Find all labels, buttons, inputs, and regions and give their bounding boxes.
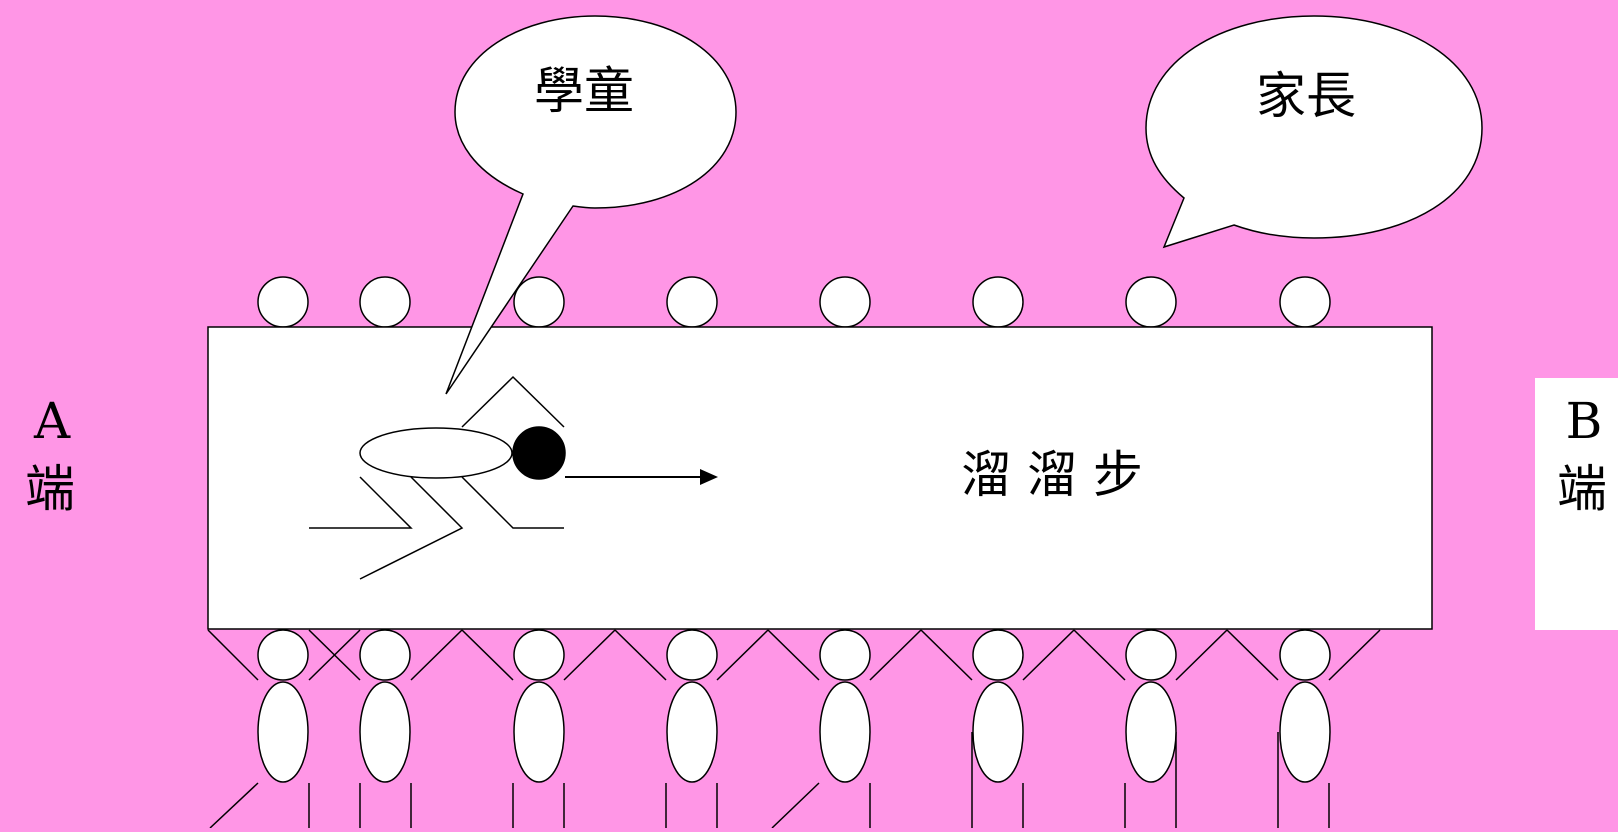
parent-figure — [771, 629, 871, 829]
parent-figure — [1277, 629, 1331, 828]
top-head — [666, 276, 718, 328]
activity-title: 溜 溜 步 — [961, 446, 1143, 504]
top-head — [1279, 276, 1331, 328]
top-head — [359, 276, 411, 328]
top-head — [257, 276, 309, 328]
top-head — [1125, 276, 1177, 328]
parent-bubble-text: 家長 — [1256, 67, 1356, 125]
parent-figure — [359, 629, 412, 828]
a-end-char: 端 — [25, 460, 75, 518]
bottom-parent-figures — [209, 629, 1331, 829]
b-end-panel — [1535, 378, 1618, 630]
parent-figure — [1124, 629, 1177, 828]
parent-figure — [512, 629, 565, 828]
top-head — [513, 276, 565, 328]
parent-figure — [971, 629, 1024, 828]
sliding-child-figure — [309, 375, 566, 580]
top-head — [819, 276, 871, 328]
b-end-letter: B — [1566, 392, 1603, 450]
walkway-rectangle — [207, 326, 1433, 630]
top-heads — [257, 276, 1331, 328]
parent-figure — [665, 629, 718, 828]
top-head — [972, 276, 1024, 328]
direction-arrow — [565, 469, 718, 485]
student-bubble-text: 學童 — [534, 62, 634, 120]
parent-figure — [209, 629, 310, 829]
parent-speech-bubble — [1145, 15, 1483, 249]
bottom-arms — [207, 629, 1381, 681]
student-speech-bubble — [445, 15, 737, 395]
b-end-char: 端 — [1557, 460, 1607, 518]
a-end-letter: A — [33, 392, 71, 450]
child-head — [512, 426, 566, 480]
